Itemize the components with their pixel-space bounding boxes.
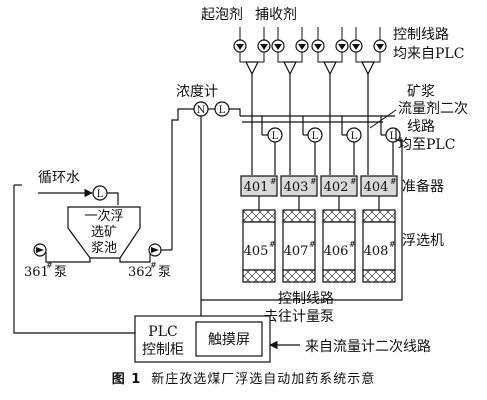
svg-text:403: 403: [284, 180, 309, 195]
flotation-cell-408: 408 #: [362, 209, 396, 283]
svg-text:#: #: [270, 177, 277, 186]
svg-text:泵: 泵: [54, 265, 67, 280]
preparer-403: 403 #: [280, 175, 318, 197]
slurry-flow-label-1: 矿浆: [407, 84, 435, 100]
pump-361: 361 # 泵: [24, 243, 67, 280]
svg-text:#: #: [310, 177, 317, 186]
svg-text:405: 405: [244, 244, 269, 259]
from-plc-label: 均来自PLC: [393, 46, 464, 62]
svg-text:#: #: [350, 177, 357, 186]
flow-sensor-3: L: [341, 127, 362, 175]
svg-text:L: L: [219, 105, 226, 116]
svg-text:361: 361: [24, 265, 49, 280]
pump-362: 362 # 泵: [128, 243, 171, 280]
svg-text:#: #: [309, 240, 316, 249]
svg-text:L: L: [312, 131, 319, 142]
svg-text:#: #: [349, 240, 356, 249]
reagent-pump-group-2: [271, 27, 309, 92]
plc-control-cabinet: PLC 控制柜 触摸屏: [134, 315, 271, 363]
tank-label-2: 选矿: [91, 225, 117, 240]
reagent-pump-group-4: [349, 27, 387, 92]
collector-label: 捕收剂: [255, 7, 297, 23]
column-flow-sensors: L L L L: [251, 92, 401, 175]
densimeter-label: 浓度计: [176, 84, 218, 100]
plc-label: PLC: [148, 324, 177, 340]
preparer-row: 401 # 403 # 402 # 404 # 准备器: [240, 175, 444, 197]
touchscreen: [195, 321, 263, 357]
svg-text:泵: 泵: [158, 265, 171, 280]
flotation-cell-405: 405 #: [242, 209, 276, 283]
tank-label-1: 一次浮: [84, 208, 123, 224]
to-meter-pump-label-2: 去往计量泵: [264, 309, 334, 325]
reagent-pump-groups: [233, 27, 387, 92]
svg-text:L: L: [390, 131, 397, 142]
svg-text:L: L: [351, 131, 358, 142]
svg-text:#: #: [390, 177, 397, 186]
touchscreen-label: 触摸屏: [208, 332, 250, 348]
circulating-water-label: 循环水: [38, 170, 80, 186]
svg-text:N: N: [197, 105, 206, 116]
svg-text:401: 401: [244, 180, 269, 195]
svg-text:407: 407: [284, 244, 309, 259]
preparer-401: 401 #: [240, 175, 278, 197]
svg-text:L: L: [272, 131, 279, 142]
reagent-pump-group-3: [311, 27, 349, 92]
foaming-agent-label: 起泡剂: [201, 7, 243, 23]
svg-text:L: L: [97, 189, 104, 200]
flotation-cell-row: 405 # 407 # 406 # 408 #: [242, 209, 444, 283]
tank-label-3: 浆池: [91, 241, 117, 256]
svg-text:408: 408: [364, 244, 389, 259]
figure-caption: 图 1 新庄孜选煤厂浮选自动加药系统示意: [0, 368, 487, 387]
svg-text:#: #: [269, 240, 276, 249]
svg-text:#: #: [150, 261, 157, 270]
control-cabinet-label: 控制柜: [142, 342, 184, 358]
svg-text:404: 404: [364, 180, 389, 195]
flotation-machine-label: 浮选机: [402, 233, 444, 249]
svg-text:406: 406: [324, 244, 349, 259]
svg-text:402: 402: [324, 180, 349, 195]
preparer-402: 402 #: [320, 175, 358, 197]
figure-caption-text: 新庄孜选煤厂浮选自动加药系统示意: [151, 372, 376, 387]
flotation-cell-406: 406 #: [322, 209, 356, 283]
from-flowmeter-label: 来自流量计二次线路: [305, 339, 431, 355]
slurry-flow-label-4: 均至PLC: [398, 137, 455, 153]
svg-text:#: #: [389, 240, 396, 249]
preparer-404: 404 #: [360, 175, 398, 197]
flotation-cell-407: 407 #: [282, 209, 316, 283]
control-line-label: 控制线路: [393, 27, 449, 43]
flow-sensor-1: L: [261, 127, 283, 175]
reagent-pump-group-1: [233, 27, 271, 92]
preparer-label: 准备器: [402, 178, 444, 195]
svg-text:362: 362: [128, 265, 153, 280]
figure-number: 图 1: [111, 372, 142, 387]
flow-sensor-2: L: [302, 127, 323, 175]
svg-text:#: #: [46, 261, 53, 270]
to-meter-pump-label-1: 控制线路: [278, 291, 334, 307]
slurry-flow-label-2: 流量剂二次: [398, 101, 468, 117]
slurry-flow-label-3: 线路: [407, 119, 435, 135]
